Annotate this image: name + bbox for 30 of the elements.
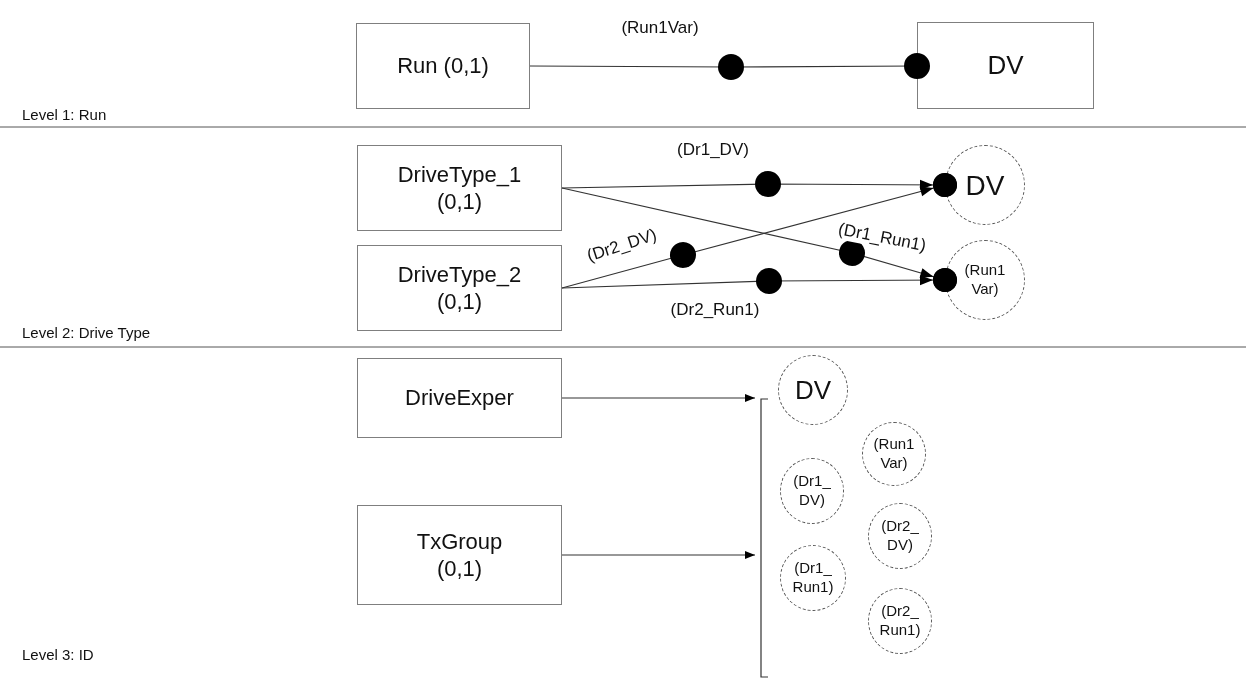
node-text: TxGroup (0,1) [415, 527, 504, 583]
variable-box [357, 245, 562, 331]
arrow [561, 268, 957, 294]
node-text: (Dr1_ Run1) [791, 559, 835, 597]
node-text: Run (0,1) [397, 52, 489, 80]
arrow [561, 394, 756, 402]
variable-box [357, 145, 562, 231]
edge-label: (Dr2_Run1) [669, 300, 761, 320]
node-text: DV [965, 168, 1005, 203]
node-text: (Dr2_ DV) [880, 517, 920, 555]
variable-box [917, 22, 1094, 109]
node-text: DriveType_2 (0,1) [396, 260, 523, 316]
node-text: (Run1 Var) [872, 435, 916, 473]
node-text: DV [794, 373, 832, 407]
variable-box [357, 358, 562, 438]
arrow [561, 551, 756, 559]
node-text: DriveType_1 (0,1) [396, 160, 523, 216]
variable-box [356, 23, 530, 109]
level-label: Level 3: ID [22, 646, 94, 663]
node-text: (Dr2_ Run1) [878, 602, 922, 640]
node-text: DV [987, 49, 1024, 82]
edge-label: (Run1Var) [620, 18, 700, 38]
node-text: (Run1 Var) [963, 261, 1007, 299]
node-text: DriveExper [405, 384, 514, 412]
level-label: Level 2: Drive Type [22, 324, 151, 341]
variable-box [357, 505, 562, 605]
node-text: (Dr1_ DV) [792, 472, 832, 510]
connector [529, 53, 930, 80]
level-label: Level 1: Run [22, 106, 107, 123]
edge-label: (Dr1_DV) [676, 140, 750, 160]
